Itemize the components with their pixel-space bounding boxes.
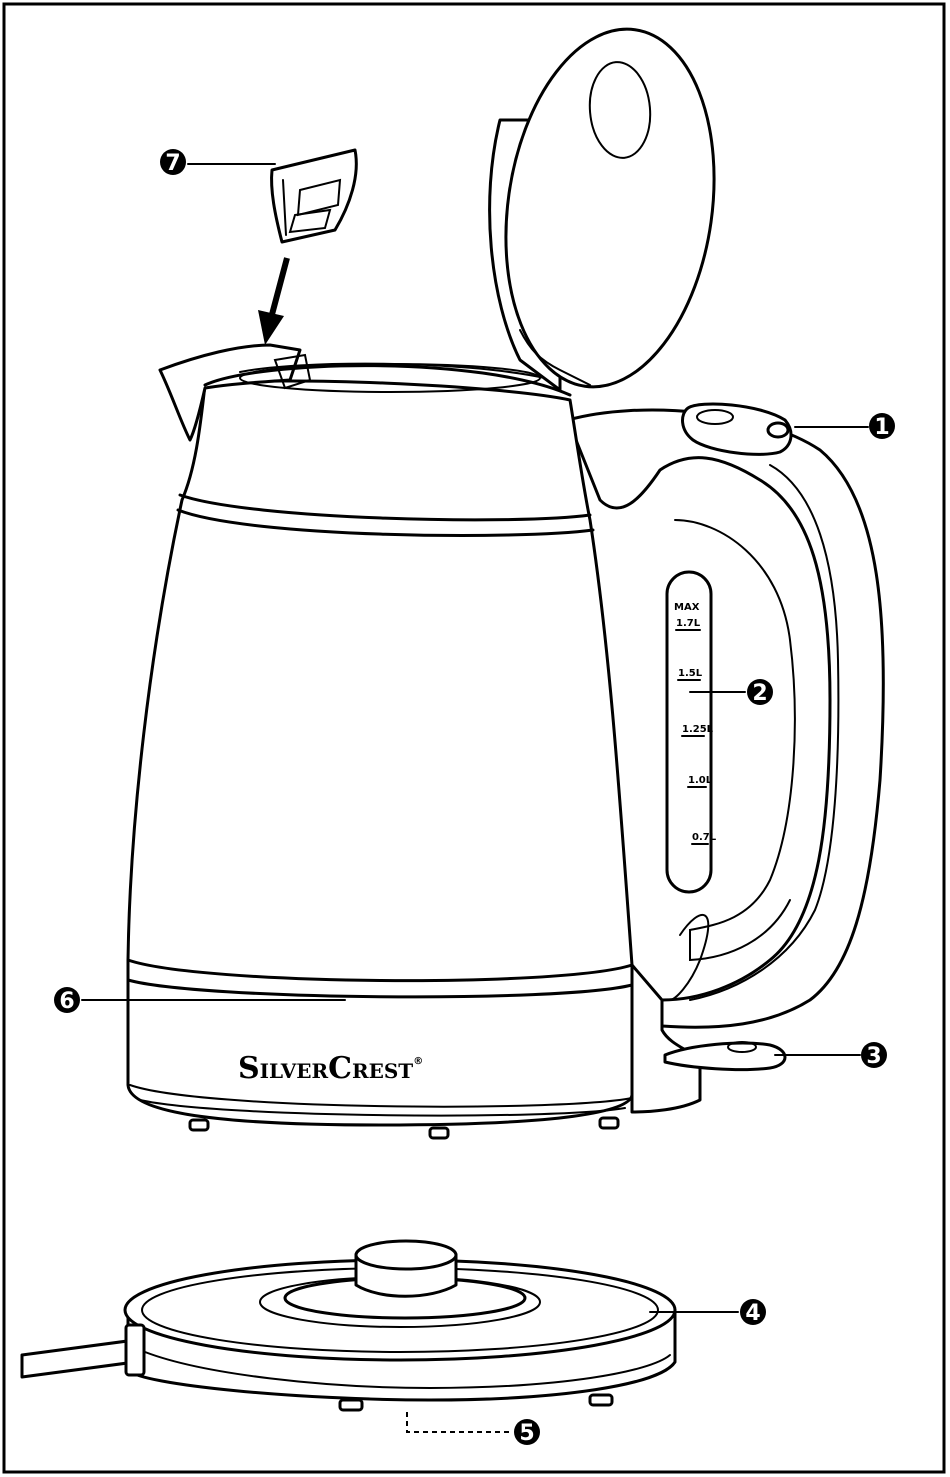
scale-mark-max: MAX [674, 602, 700, 613]
callout-1: 1 [795, 413, 895, 440]
base-station [22, 1241, 675, 1410]
kettle: MAX 1.7L 1.5L 1.25L 1.0L 0.7L SILVERCRES… [128, 345, 883, 1138]
rear-base [632, 965, 700, 1112]
scale-mark-1-25: 1.25L [682, 724, 714, 735]
kettle-lid [484, 16, 736, 401]
callout-1-number: 1 [874, 415, 889, 440]
power-cable [22, 1340, 135, 1377]
scale-mark-1-7: 1.7L [676, 618, 701, 629]
callout-2-number: 2 [752, 681, 767, 706]
callout-7-number: 7 [165, 151, 180, 176]
kettle-body [128, 381, 632, 1125]
callout-5-number: 5 [519, 1421, 534, 1446]
callout-7: 7 [160, 149, 275, 176]
callout-6-number: 6 [59, 989, 74, 1014]
insertion-arrow [258, 258, 287, 345]
callout-4-number: 4 [745, 1301, 760, 1326]
scale-mark-1-5: 1.5L [678, 668, 703, 679]
limescale-filter [272, 150, 357, 242]
scale-mark-0-7: 0.7L [692, 832, 717, 843]
callout-3-number: 3 [866, 1044, 881, 1069]
scale-mark-1-0: 1.0L [688, 775, 713, 786]
callout-5: 5 [407, 1412, 540, 1446]
callout-3: 3 [775, 1042, 887, 1069]
